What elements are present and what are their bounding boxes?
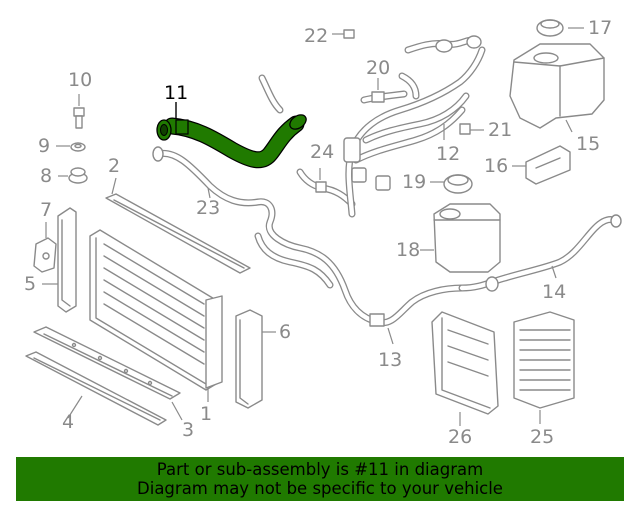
part-6-side-bracket (235, 309, 276, 409)
part-15-expansion-tank (509, 43, 605, 133)
callout-1: 1 (200, 403, 212, 425)
part-3-lower-seal (33, 326, 183, 421)
callout-17: 17 (588, 17, 612, 39)
callout-19: 19 (402, 171, 426, 193)
callout-13: 13 (378, 349, 402, 371)
part-13-lower-line (254, 232, 466, 345)
callout-21: 21 (488, 119, 512, 141)
callout-8: 8 (40, 165, 52, 187)
callout-5: 5 (24, 273, 36, 295)
callout-20: 20 (366, 57, 390, 79)
callout-9: 9 (38, 135, 50, 157)
callout-15: 15 (576, 133, 600, 155)
callout-16: 16 (484, 155, 508, 177)
part-1-radiator (89, 229, 223, 402)
part-19-cap (430, 174, 473, 194)
callout-14: 14 (542, 281, 566, 303)
banner-line-1: Part or sub-assembly is #11 in diagram (156, 460, 484, 479)
callout-22: 22 (304, 25, 328, 47)
part-2-upper-deflector (105, 177, 251, 274)
callout-4: 4 (62, 411, 74, 433)
callout-2: 2 (108, 155, 120, 177)
banner-line-2: Diagram may not be specific to your vehi… (137, 479, 503, 498)
callout-7: 7 (40, 199, 52, 221)
part-7-bracket (33, 222, 57, 273)
parts-diagram: 1 2 3 4 5 6 7 8 9 10 11 12 13 14 15 16 1… (24, 17, 622, 448)
callout-25: 25 (530, 426, 554, 448)
part-24-connector (296, 168, 356, 208)
part-21-sensor (459, 123, 484, 135)
part-22-fitting (332, 29, 355, 39)
part-18-reservoir (420, 203, 501, 273)
part-4-lower-deflector (25, 351, 167, 426)
callout-23: 23 (196, 197, 220, 219)
part-26-electronics-unit (431, 311, 499, 426)
part-10-bolt (73, 94, 85, 129)
part-23-lower-hose (152, 146, 382, 326)
callout-11[interactable]: 11 (164, 82, 188, 104)
part-8-grommet (58, 167, 88, 184)
part-20-bleed-hose (371, 78, 385, 103)
callout-6: 6 (279, 321, 291, 343)
callout-3: 3 (182, 419, 194, 441)
callout-26: 26 (448, 426, 472, 448)
callout-24: 24 (310, 141, 334, 163)
callout-12: 12 (436, 143, 460, 165)
part-16-bracket (512, 145, 571, 185)
part-9-washer (56, 142, 86, 152)
part-14-aux-hose (458, 214, 622, 292)
part-5-side-air-guide (42, 207, 77, 313)
part-12-upper-hose-cluster (258, 35, 486, 218)
callout-18: 18 (396, 239, 420, 261)
info-banner: Part or sub-assembly is #11 in diagram D… (16, 457, 624, 501)
part-11-highlighted-hose[interactable] (156, 102, 309, 169)
part-17-cap (536, 19, 584, 37)
part-25-aux-cooler (513, 311, 575, 424)
callout-10: 10 (68, 69, 92, 91)
